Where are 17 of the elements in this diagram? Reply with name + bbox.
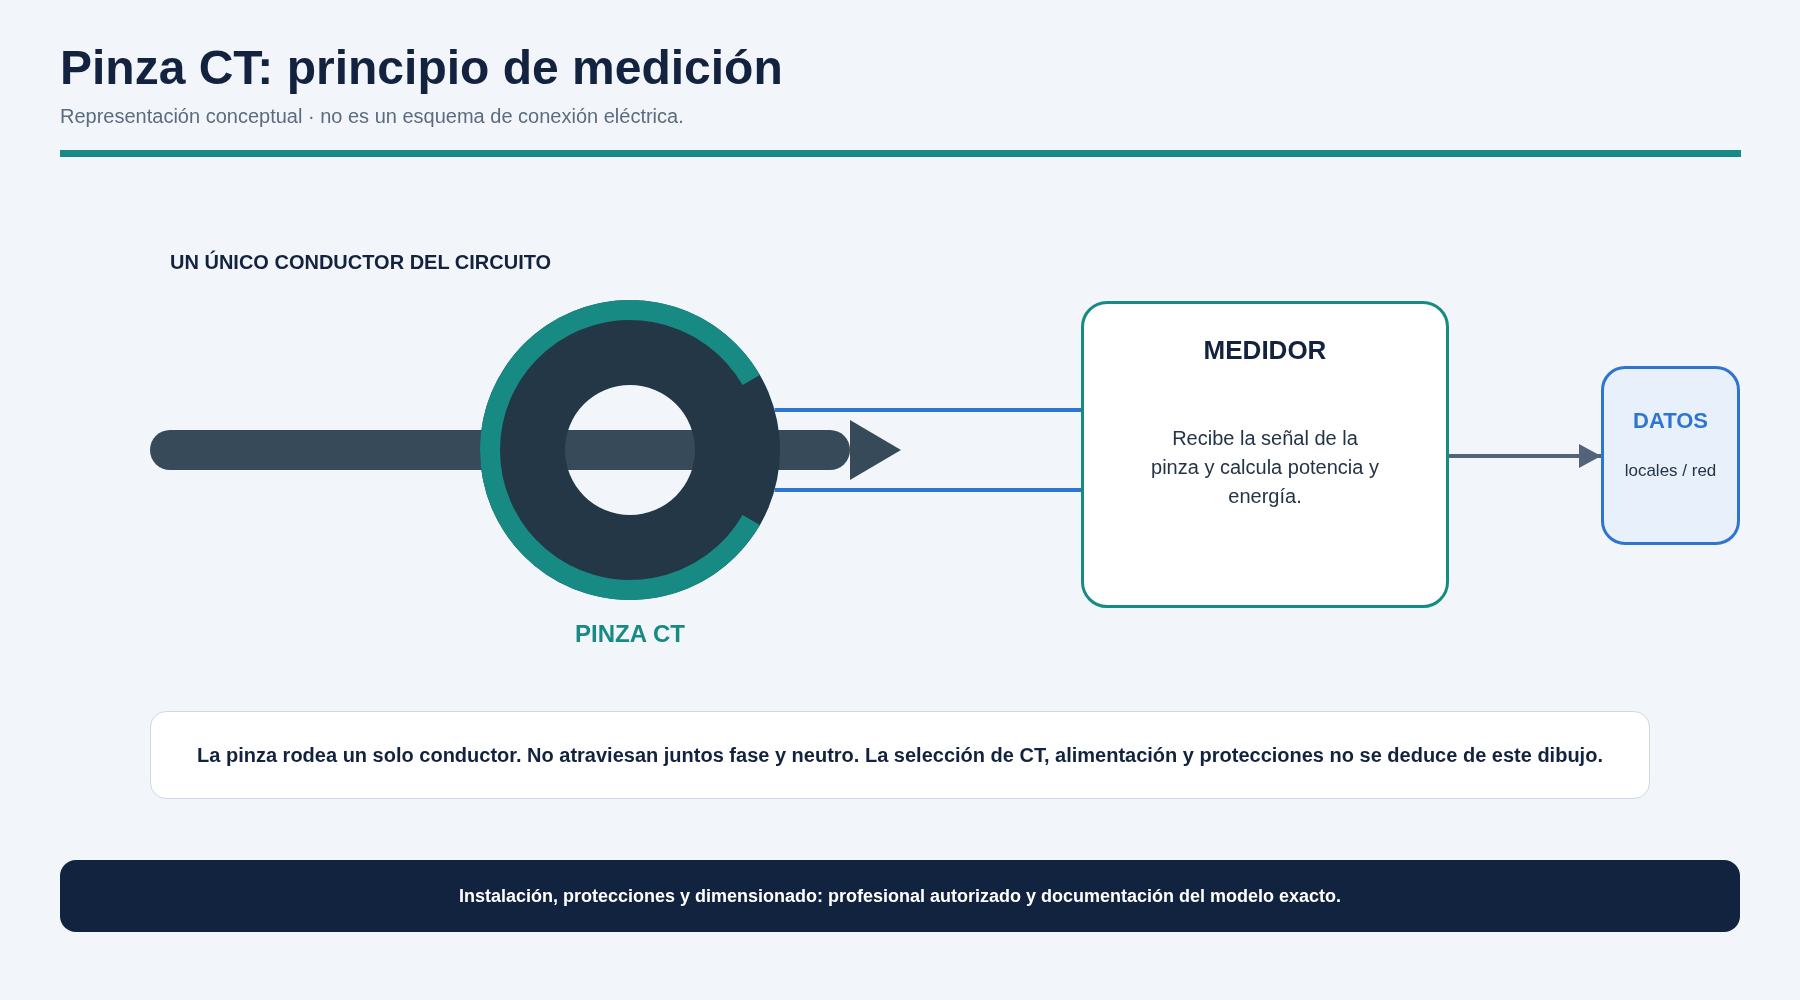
footer-text: Instalación, protecciones y dimensionado: profesional autorizado y documentación del modelo exacto. xyxy=(458,885,1342,907)
meter-description: Recibe la señal de la pinza y calcula potencia y energía. xyxy=(1150,426,1380,509)
arrow xyxy=(1449,444,1601,468)
data-box xyxy=(1601,366,1740,545)
note-panel xyxy=(150,711,1650,799)
meter-box xyxy=(1081,301,1449,608)
note-text: La pinza rodea un solo conductor. No atraviesan juntos fase y neutro. La selección de CT, alimentación y protecciones no se deduce de este dibujo. xyxy=(197,743,1603,767)
meter-title: MEDIDOR xyxy=(1203,334,1327,366)
title: Pinza CT: principio de medición xyxy=(60,40,783,96)
data-title: DATOS xyxy=(1633,408,1708,434)
signal-wire xyxy=(774,408,1081,412)
clamp-label: PINZA CT xyxy=(575,620,685,648)
data-subtitle: locales / red xyxy=(1624,461,1717,481)
signal-wire xyxy=(774,488,1081,492)
subtitle: Representación conceptual · no es un esquema de conexión eléctrica. xyxy=(60,104,684,128)
conductor-label: UN ÚNICO CONDUCTOR DEL CIRCUITO xyxy=(170,250,552,274)
footer-banner xyxy=(60,860,1740,932)
